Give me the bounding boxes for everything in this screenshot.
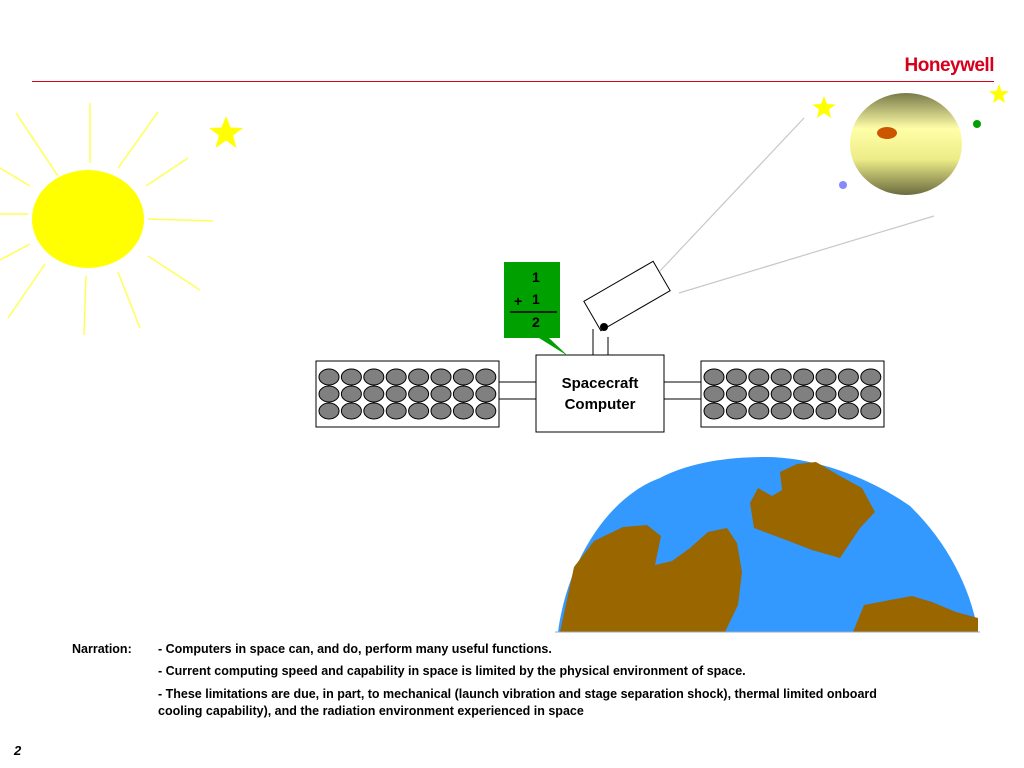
solar-cell xyxy=(837,368,859,386)
solar-cell xyxy=(475,385,497,403)
calculation-bubble xyxy=(504,262,568,356)
solar-cell xyxy=(340,368,362,386)
green-dot xyxy=(973,120,981,128)
moon xyxy=(850,93,962,195)
moon-crater xyxy=(877,127,897,139)
sun xyxy=(0,103,214,336)
solar-cell xyxy=(837,402,859,420)
sensor-beam xyxy=(659,117,805,272)
sensor-mount xyxy=(583,260,671,355)
solar-cell xyxy=(363,385,385,403)
narration-line: - These limitations are due, in part, to… xyxy=(158,687,877,718)
star-icon xyxy=(209,116,243,148)
computer-label: Spacecraft Computer xyxy=(536,373,664,415)
solar-cell xyxy=(452,368,474,386)
solar-cell xyxy=(748,385,770,403)
solar-cell xyxy=(793,368,815,386)
solar-cell xyxy=(725,368,747,386)
solar-cell xyxy=(430,368,452,386)
sensor-beam xyxy=(678,215,935,294)
solar-cell xyxy=(770,385,792,403)
star-icon xyxy=(989,84,1009,103)
narration-label: Narration: xyxy=(72,642,132,656)
solar-cell xyxy=(748,368,770,386)
solar-cell xyxy=(725,402,747,420)
honeywell-logo: Honeywell xyxy=(904,55,995,76)
solar-cell xyxy=(408,402,430,420)
computer-label-line1: Spacecraft xyxy=(561,375,639,392)
solar-cell xyxy=(318,402,340,420)
math-result: 2 xyxy=(532,314,540,330)
solar-cell xyxy=(837,385,859,403)
solar-cell xyxy=(703,402,725,420)
solar-cell xyxy=(452,385,474,403)
math-second-digit: 1 xyxy=(532,291,540,307)
solar-cells-right xyxy=(703,368,882,420)
solar-cell xyxy=(748,402,770,420)
solar-cell xyxy=(340,402,362,420)
solar-cell xyxy=(363,368,385,386)
spacecraft-computer xyxy=(535,354,665,433)
solar-cell xyxy=(452,402,474,420)
solar-cell xyxy=(385,368,407,386)
sun-disc xyxy=(32,170,144,268)
panel-connectors xyxy=(499,381,701,400)
solar-cell xyxy=(725,385,747,403)
solar-cell xyxy=(318,368,340,386)
solar-cell xyxy=(703,368,725,386)
solar-cell xyxy=(815,385,837,403)
solar-cell xyxy=(408,368,430,386)
solar-cell xyxy=(815,402,837,420)
solar-cell xyxy=(363,402,385,420)
sensor-lens-icon xyxy=(600,323,608,331)
solar-cell xyxy=(703,385,725,403)
solar-cell xyxy=(408,385,430,403)
solar-cell xyxy=(860,368,882,386)
solar-cell xyxy=(860,402,882,420)
solar-cell xyxy=(770,402,792,420)
earth xyxy=(558,457,978,632)
solar-cell xyxy=(385,402,407,420)
math-top-digit: 1 xyxy=(532,269,540,285)
header-rule xyxy=(32,81,994,82)
solar-cell xyxy=(340,385,362,403)
solar-cell xyxy=(318,385,340,403)
solar-cell xyxy=(430,402,452,420)
narration-line: - Computers in space can, and do, perfor… xyxy=(158,642,552,656)
star-icon xyxy=(812,96,836,118)
solar-cells-left xyxy=(318,368,497,420)
blue-dot xyxy=(839,181,847,189)
solar-cell xyxy=(385,385,407,403)
page-number: 2 xyxy=(14,743,22,758)
solar-cell xyxy=(793,402,815,420)
solar-cell xyxy=(815,368,837,386)
solar-cell xyxy=(860,385,882,403)
math-operator: + xyxy=(514,293,523,309)
solar-cell xyxy=(475,402,497,420)
solar-cell xyxy=(770,368,792,386)
solar-cell xyxy=(793,385,815,403)
solar-cell xyxy=(430,385,452,403)
solar-cell xyxy=(475,368,497,386)
narration-line: - Current computing speed and capability… xyxy=(158,664,746,678)
computer-label-line2: Computer xyxy=(564,396,636,413)
